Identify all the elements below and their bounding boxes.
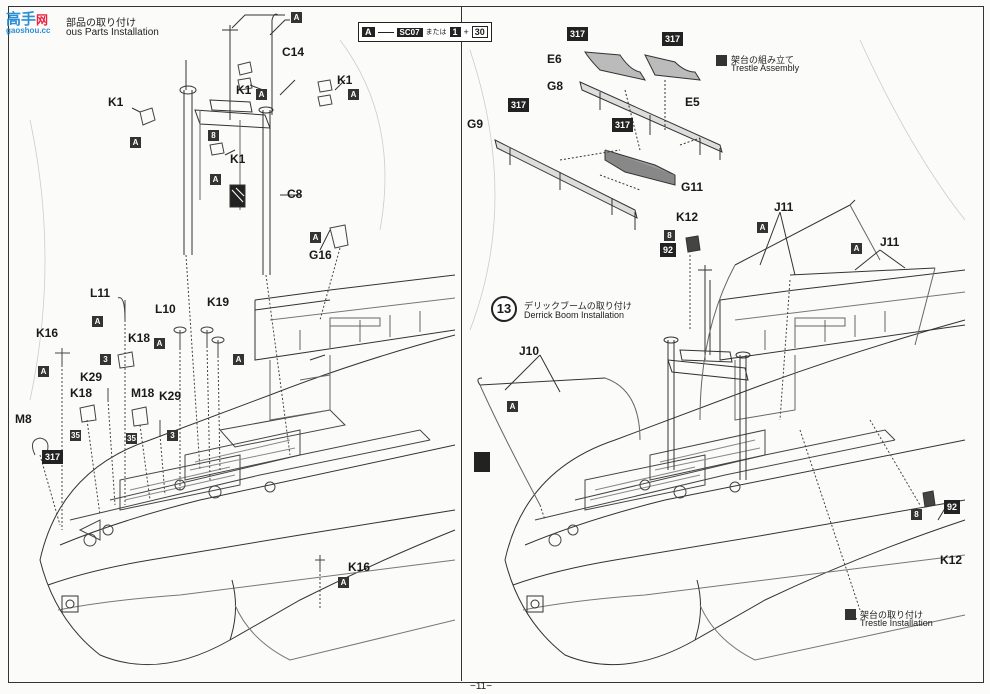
badge-317-3: 317 [662,32,684,46]
badge-317-1: 317 [42,450,64,464]
badge-a-12: A [757,222,768,233]
badge-317-5: 317 [612,118,634,132]
label-k18-a: K18 [128,331,151,345]
legend-code: A [362,27,375,37]
label-k12-b: K12 [940,553,963,567]
badge-a-4: A [348,89,359,100]
label-k29-a: K29 [80,370,103,384]
bridge-left [254,274,456,421]
trestle-assembly-jp: 架台の組み立て [731,55,795,65]
badge-a-14: A [507,401,518,412]
column-divider [461,6,462,681]
trestle-assembly-bullet [716,55,727,66]
label-g11: G11 [681,180,704,194]
hull-left-outline [39,334,456,666]
badge-92-2: 92 [944,500,961,514]
watermark-logo: 高手网 gaoshou.cc [6,8,50,35]
badge-a-2: A [130,137,141,148]
badge-35-1: 35 [70,430,81,441]
label-j11-b: J11 [880,235,900,249]
legend-box: A SC07 または 1 + 30 [358,22,492,42]
label-k18-b: K18 [70,386,93,400]
section-title-jp: 部品の取り付け [66,18,136,29]
badge-3-1: 3 [100,354,111,365]
k12-parts [685,235,936,508]
label-l10: L10 [155,302,176,316]
badge-35-2: 35 [126,433,137,444]
label-e6: E6 [547,52,562,66]
badge-3-2: 3 [167,430,178,441]
label-k1-d: K1 [230,152,246,166]
legend-part: SC07 [396,27,423,37]
badge-a-8: A [154,338,165,349]
label-k16-b: K16 [348,560,371,574]
label-m8: M8 [15,412,32,426]
badge-a-13: A [851,243,862,254]
label-g8: G8 [547,79,564,93]
badge-a-7: A [92,316,103,327]
label-k19: K19 [207,295,230,309]
section-title-en: ous Parts Installation [66,27,159,38]
label-g9: G9 [467,117,484,131]
page-number: −11− [470,681,493,692]
badge-a-11: A [338,577,349,588]
badge-317-4: 317 [508,98,530,112]
label-l11: L11 [90,286,111,300]
badge-a-5: A [210,174,221,185]
badge-a-6: A [310,232,321,243]
badge-8-3: 8 [911,509,922,520]
badge-a-1: A [291,12,302,23]
badge-8-1: 8 [208,130,219,141]
watermark-text: 高手 [6,11,37,28]
label-k1-b: K1 [236,83,252,97]
label-c8: C8 [287,187,303,201]
trestle-assembly-en: Trestle Assembly [731,63,800,73]
deck-left [69,409,431,547]
derrick-en: Derrick Boom Installation [524,310,625,320]
legend-plus: + [463,27,469,37]
bridge-right [719,269,966,421]
small-parts-left [31,61,349,570]
mast-left [179,13,279,275]
label-k1-c: K1 [337,73,353,87]
trestle-install-jp: 架台の取り付け [860,610,924,620]
label-j10: J10 [519,344,540,358]
badge-a-10: A [38,366,49,377]
legend-num2: 30 [471,26,488,38]
badge-92-1: 92 [660,243,677,257]
derrick-booms [477,199,936,506]
callout-mark-icon [474,452,490,472]
page-frame [8,6,984,683]
watermark-url: gaoshou.cc [6,26,51,35]
label-k12-a: K12 [676,210,699,224]
watermark-text2: 网 [36,13,49,27]
legend-dash [377,31,394,33]
label-g16: G16 [309,248,332,262]
step-number-13: 13 [491,296,517,322]
derrick-jp: デリックブームの取り付け [524,301,632,311]
badge-a-3: A [256,89,267,100]
label-k1-a: K1 [108,95,124,109]
label-m18: M18 [131,386,155,400]
trestle-parts [494,51,723,230]
legend-or: または [425,29,447,36]
badge-a-9: A [233,354,244,365]
deck-right [534,429,896,547]
label-k16-a: K16 [36,326,59,340]
label-e5: E5 [685,95,700,109]
label-c14: C14 [282,45,305,59]
legend-num1: 1 [449,27,461,37]
label-j11-a: J11 [774,200,794,214]
badge-317-2: 317 [567,27,589,41]
trestle-install-bullet [845,609,856,620]
mast-right [663,265,751,480]
label-k29-b: K29 [159,389,182,403]
trestle-install-en: Trestle Installation [860,618,933,628]
badge-8-2: 8 [664,230,675,241]
